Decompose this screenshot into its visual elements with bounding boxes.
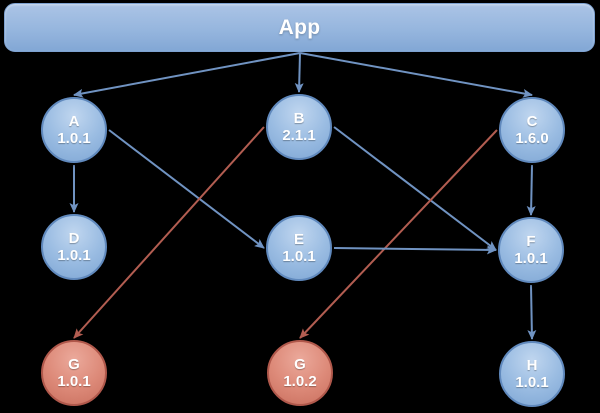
node-a: A 1.0.1 — [41, 97, 107, 163]
node-b: B 2.1.1 — [266, 94, 332, 160]
node-label: F — [526, 233, 536, 250]
node-label: G — [294, 356, 306, 373]
node-version: 1.0.1 — [57, 373, 91, 390]
node-version: 1.0.1 — [282, 248, 316, 265]
node-version: 1.0.1 — [57, 130, 91, 147]
node-version: 1.0.2 — [283, 373, 317, 390]
node-label: B — [293, 110, 305, 127]
node-label: H — [526, 357, 538, 374]
node-e: E 1.0.1 — [266, 215, 332, 281]
node-label: E — [293, 231, 304, 248]
node-h: H 1.0.1 — [499, 341, 565, 407]
node-f: F 1.0.1 — [498, 217, 564, 283]
node-version: 2.1.1 — [282, 127, 316, 144]
node-label: G — [68, 356, 80, 373]
node-g-101-conflict: G 1.0.1 — [41, 340, 107, 406]
node-version: 1.0.1 — [515, 374, 549, 391]
node-c: C 1.6.0 — [499, 97, 565, 163]
node-label: D — [68, 230, 80, 247]
node-d: D 1.0.1 — [41, 214, 107, 280]
node-version: 1.0.1 — [57, 247, 91, 264]
node-version: 1.6.0 — [515, 130, 549, 147]
node-version: 1.0.1 — [514, 250, 548, 267]
node-g-102-conflict: G 1.0.2 — [267, 340, 333, 406]
node-label: A — [68, 113, 80, 130]
app-root-node: App — [4, 3, 595, 52]
node-label: C — [526, 113, 538, 130]
